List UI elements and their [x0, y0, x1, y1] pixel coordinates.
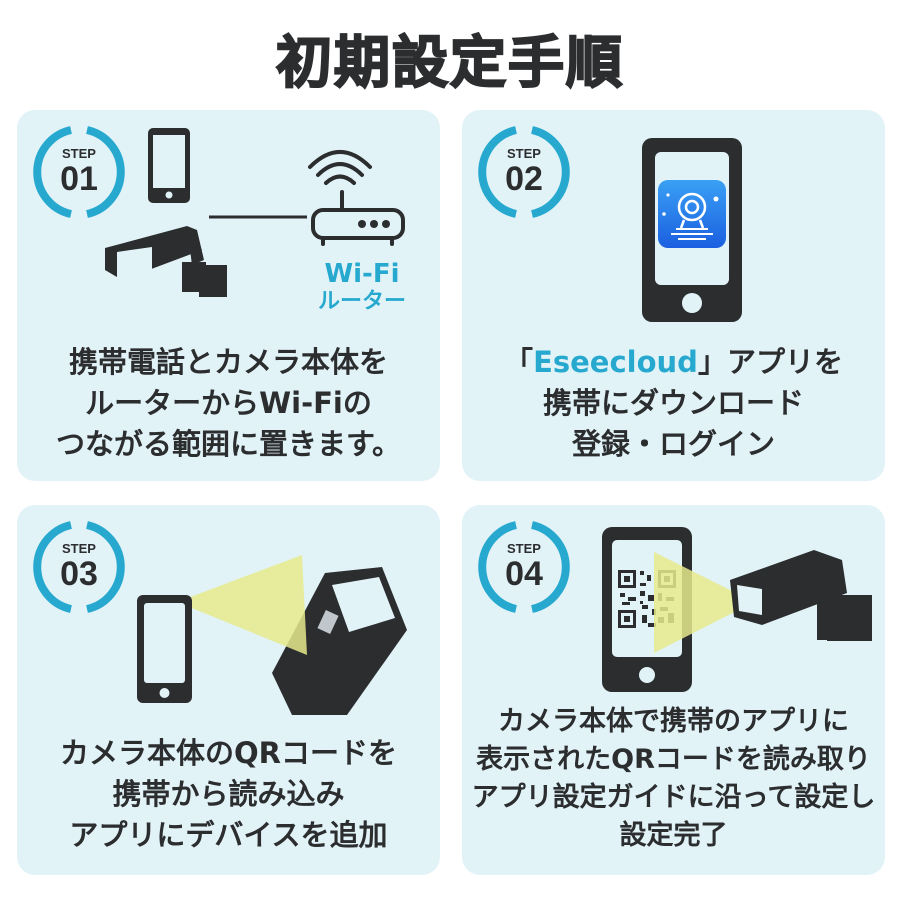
caption-line: 携帯にダウンロード: [542, 386, 804, 420]
step1-illustration: [105, 128, 405, 297]
camera-qr-label-icon: [272, 567, 407, 715]
step-number: 02: [505, 160, 543, 198]
step4-illustration: [602, 527, 872, 692]
step-ring-icon: [478, 126, 570, 218]
scan-beam-icon: [177, 555, 307, 655]
step-number: 01: [60, 160, 98, 198]
caption-line: 携帯から読み込み: [112, 777, 345, 811]
caption-line: アプリにデバイスを追加: [69, 818, 388, 852]
step-panel-03: STEP 03 カメラ本体のQRコードを 携帯から読み込み アプリにデバイスを追…: [17, 505, 440, 875]
scan-beam-icon: [654, 552, 754, 653]
step-number: 04: [505, 555, 543, 593]
step-panel-01: STEP 01 Wi-Fi ルーター: [17, 110, 440, 481]
step-badge: STEP 03: [29, 517, 129, 617]
step-label: STEP: [62, 146, 96, 161]
step-badge: STEP 04: [474, 517, 574, 617]
step-label: STEP: [507, 146, 541, 161]
caption-line: 登録・ログイン: [571, 427, 775, 461]
wifi-router-icon: [308, 150, 405, 246]
step-caption: カメラ本体で携帯のアプリに 表示されたQRコードを読み取り アプリ設定ガイドに沿…: [462, 703, 885, 855]
caption-line: 「Eseecloud」アプリを: [504, 345, 843, 379]
caption-line: 携帯電話とカメラ本体を: [68, 345, 388, 379]
step-caption: 「Eseecloud」アプリを 携帯にダウンロード 登録・ログイン: [462, 342, 885, 465]
step-panel-02: STEP 02 「Eseecloud」アプリを: [462, 110, 885, 481]
step-panel-04: STEP 04: [462, 505, 885, 875]
caption-line: つながる範囲に置きます。: [55, 427, 402, 461]
router-label-router: ルーター: [317, 289, 406, 314]
step-label: STEP: [507, 541, 541, 556]
caption-line: カメラ本体で携帯のアプリに: [498, 706, 849, 737]
smartphone-icon: [148, 128, 190, 203]
step-caption: 携帯電話とカメラ本体を ルーターからWi-Fiの つながる範囲に置きます。: [17, 342, 440, 465]
caption-line: アプリ設定ガイドに沿って設定し: [471, 782, 876, 813]
smartphone-icon: [137, 595, 192, 703]
step-ring-icon: [33, 126, 125, 218]
router-label-wifi: Wi-Fi: [324, 259, 400, 289]
security-camera-icon: [730, 550, 872, 641]
step3-illustration: [137, 555, 407, 715]
caption-line: ルーターからWi-Fiの: [85, 386, 372, 420]
step-number: 03: [60, 555, 98, 593]
step-ring-icon: [33, 521, 125, 613]
caption-line: カメラ本体のQRコードを: [60, 736, 397, 770]
eseecloud-app-icon: [658, 180, 726, 248]
caption-line: 表示されたQRコードを読み取り: [476, 744, 871, 775]
app-name: Eseecloud: [533, 345, 698, 379]
step-badge: STEP 01: [29, 122, 129, 222]
security-camera-icon: [105, 226, 227, 297]
page-title: 初期設定手順: [275, 30, 624, 97]
step-badge: STEP 02: [474, 122, 574, 222]
step-label: STEP: [62, 541, 96, 556]
step-ring-icon: [478, 521, 570, 613]
step-caption: カメラ本体のQRコードを 携帯から読み込み アプリにデバイスを追加: [17, 733, 440, 856]
step2-illustration: [642, 138, 742, 322]
caption-line: 設定完了: [619, 820, 728, 851]
